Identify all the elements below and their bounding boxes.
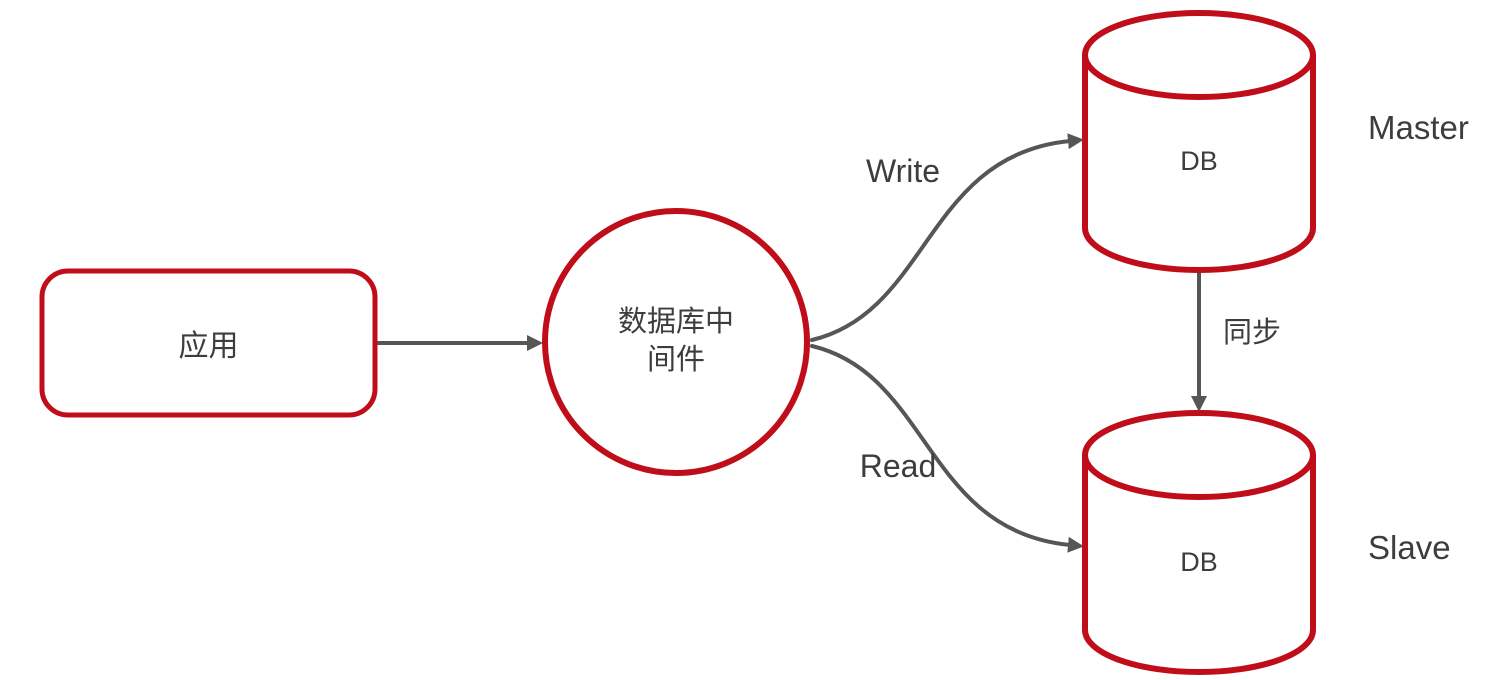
middleware-node-label: 数据库中 间件: [617, 306, 734, 376]
app-node-label: 应用: [178, 330, 239, 363]
master-db-label: DB: [1180, 146, 1218, 176]
read-arrow: [810, 344, 1084, 553]
slave-db-label: DB: [1180, 547, 1218, 577]
slave-db-cylinder-body: [1082, 455, 1316, 675]
middleware-node-shape: [542, 208, 810, 476]
app-node-shape: [39, 268, 378, 418]
write-edge-label: Write: [865, 153, 941, 189]
read-edge-label: Read: [859, 448, 937, 484]
sync-edge-label: 同步: [1222, 317, 1281, 349]
slave-db-cylinder-top: [1082, 410, 1316, 500]
slave-db-cylinder: [1082, 410, 1316, 675]
master-db-cylinder: [1082, 10, 1316, 273]
master-role-label: Master: [1368, 109, 1469, 146]
slave-role-label: Slave: [1368, 529, 1451, 566]
master-db-cylinder-top: [1082, 10, 1316, 100]
write-arrow: [810, 133, 1084, 342]
master-db-cylinder-body: [1082, 55, 1316, 273]
